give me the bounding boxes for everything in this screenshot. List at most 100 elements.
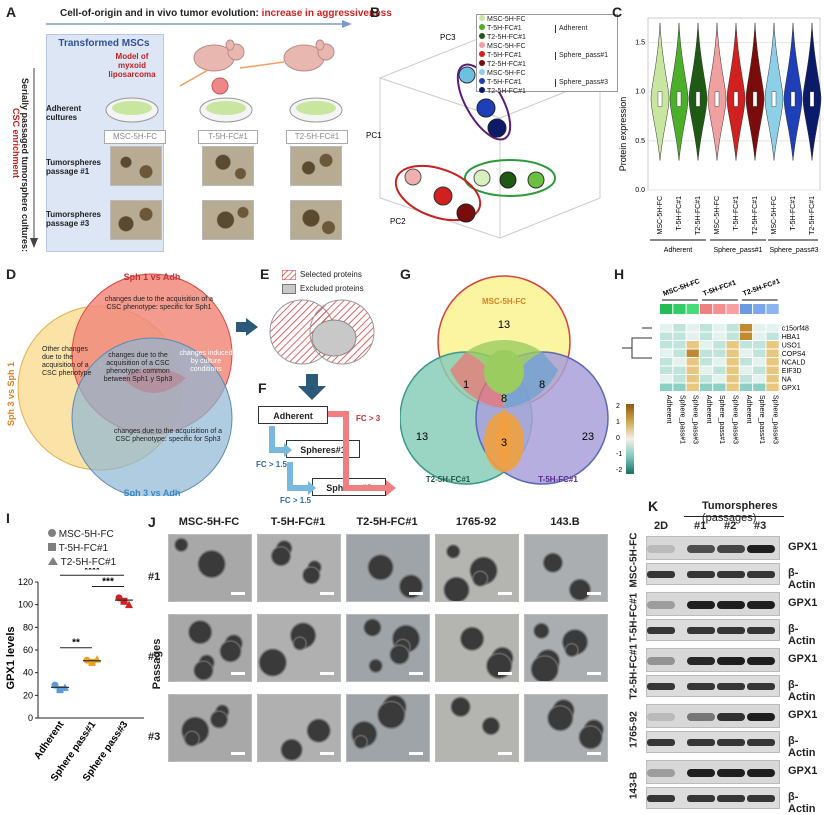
panel-j-axis: Passages: [151, 638, 163, 690]
blot-band: [717, 657, 745, 665]
pca-legend-group-name: Adherent: [555, 24, 587, 33]
scale-bar: [587, 672, 601, 675]
gpx1-ytick: 120: [18, 577, 33, 587]
gpx1-ytick: 80: [23, 622, 33, 632]
blot-band: [747, 571, 775, 578]
blot-band: [647, 545, 675, 553]
blot-band: [747, 657, 775, 665]
gpx1-point: [125, 600, 133, 609]
micrograph-t2-pass3: [290, 200, 342, 240]
gpx1-ytick: 100: [18, 600, 33, 610]
panel-label-a: A: [6, 4, 17, 20]
blot-band: [647, 571, 675, 578]
violin-xlabel: T-5H-FC#1: [790, 196, 797, 231]
blot-gpx1-strip: [646, 760, 780, 784]
scale-bar: [409, 752, 423, 755]
sphere-row-label: #2: [148, 651, 161, 663]
violin-ytick: 1.0: [635, 89, 645, 96]
blot-line-label-wrap: T-5H-FC#1: [626, 592, 642, 644]
heatmap-group-label: T-5H-FC#1: [702, 279, 737, 297]
blot-line-label: 1765-92: [628, 711, 640, 748]
row-label-pass1: Tumorspheres passage #1: [46, 158, 101, 176]
heatmap-scale-tick: 1: [616, 419, 620, 426]
blot-band: [717, 683, 745, 690]
heatmap-scale: [626, 404, 634, 474]
heatmap-cell: [726, 349, 739, 357]
scale-bar: [498, 592, 512, 595]
violin-ytick: 1.5: [635, 40, 645, 47]
blot-band: [687, 795, 715, 802]
mouse-2: [283, 39, 335, 72]
panel-a: Cell-of-origin and in vivo tumor evoluti…: [11, 8, 392, 252]
venn-d-sph3: [71, 337, 233, 496]
sphere-micrograph: [257, 614, 341, 682]
sphere-col-header: T-5H-FC#1: [270, 516, 326, 528]
heatmap-cell: [660, 383, 673, 391]
violin-ylabel: Protein expression: [618, 97, 628, 172]
heatmap-cell: [739, 332, 753, 340]
heatmap-cell: [713, 375, 726, 383]
heatmap-cell: [699, 375, 713, 383]
heatmap-cell: [739, 349, 753, 357]
sphere-micrograph: [168, 694, 252, 762]
blot-actin-strip: [646, 619, 780, 641]
pca-ellipse-pass3: [456, 63, 512, 141]
panel-a-header: Cell-of-origin and in vivo tumor evoluti…: [60, 8, 392, 19]
sphere-micrograph: [346, 614, 430, 682]
sphere-row-label: #1: [148, 571, 161, 583]
pca-point-msc-pass3: [458, 66, 476, 84]
pca-ellipse-adherent: [464, 159, 556, 197]
scale-bar: [320, 752, 334, 755]
violin-box: [657, 91, 663, 107]
blot-title: Tumorspheres (passages): [702, 500, 778, 524]
heatmap-col-label: Sphere_pass#1: [718, 395, 725, 444]
blot-lane-label: #3: [754, 520, 767, 532]
blot-band: [647, 769, 675, 777]
heatmap-col-label: Adherent: [705, 395, 712, 423]
line-label-t2: T2-5H-FC#1: [286, 130, 348, 144]
heatmap-dendrogram: [622, 327, 652, 359]
venn-diagram-d: Sph 1 vs Adh Sph 3 vs Adh Sph 3 vs Sph 1: [6, 272, 233, 496]
venn-g-n-center: 8: [501, 393, 507, 405]
tumor-1: [211, 77, 229, 95]
pca-legend-item: MSC-5H-FC: [479, 42, 555, 51]
heatmap-cell: [713, 332, 726, 340]
blot-target-label: GPX1: [788, 653, 818, 665]
pca-legend-item: MSC-5H-FC: [479, 15, 555, 24]
heatmap-cell: [673, 383, 686, 391]
axis-label-pc3: PC3: [440, 33, 456, 42]
legend-square-icon: [48, 543, 56, 551]
blot-band: [687, 657, 715, 665]
gpx1-ytick: 0: [28, 713, 33, 723]
pca-legend-item: T2-5H-FC#1: [479, 33, 555, 42]
violin-xlabel: MSC-5H-FC: [657, 196, 664, 235]
sphere-micrograph: [346, 694, 430, 762]
heatmap-col-label: Sphere_pass#3: [732, 395, 739, 444]
violin-xlabel: MSC-5H-FC: [714, 196, 721, 235]
heatmap-cell: [686, 341, 699, 349]
blot-title-rule: [684, 516, 784, 517]
blot-band: [647, 795, 675, 802]
heatmap-cell: [699, 324, 713, 332]
heatmap-cell: [713, 383, 726, 391]
gpx1-point: [93, 655, 101, 663]
blot-line-label-wrap: 1765-92: [626, 704, 642, 756]
sphere-col-header: 143.B: [550, 516, 580, 528]
blot-band: [717, 769, 745, 777]
scale-bar: [231, 752, 245, 755]
violin-xlabel: T2-5H-FC#1: [809, 196, 816, 235]
heatmap-cell: [753, 332, 766, 340]
legend-dot-icon: [479, 78, 485, 84]
heatmap-col-annotation: [726, 304, 739, 314]
gpx1-sig-label: ****: [84, 568, 100, 576]
violin-xlabel: T2-5H-FC#1: [695, 196, 702, 235]
venn-g-n-right: 23: [582, 431, 594, 443]
venn-d-region-other: Other changes due to the acquisition of …: [42, 346, 92, 377]
heatmap-cell: [673, 324, 686, 332]
panel-a-header-arrow: [46, 20, 352, 28]
heatmap-cell: [660, 332, 673, 340]
heatmap-cell: [753, 349, 766, 357]
venn-e: [269, 299, 375, 365]
